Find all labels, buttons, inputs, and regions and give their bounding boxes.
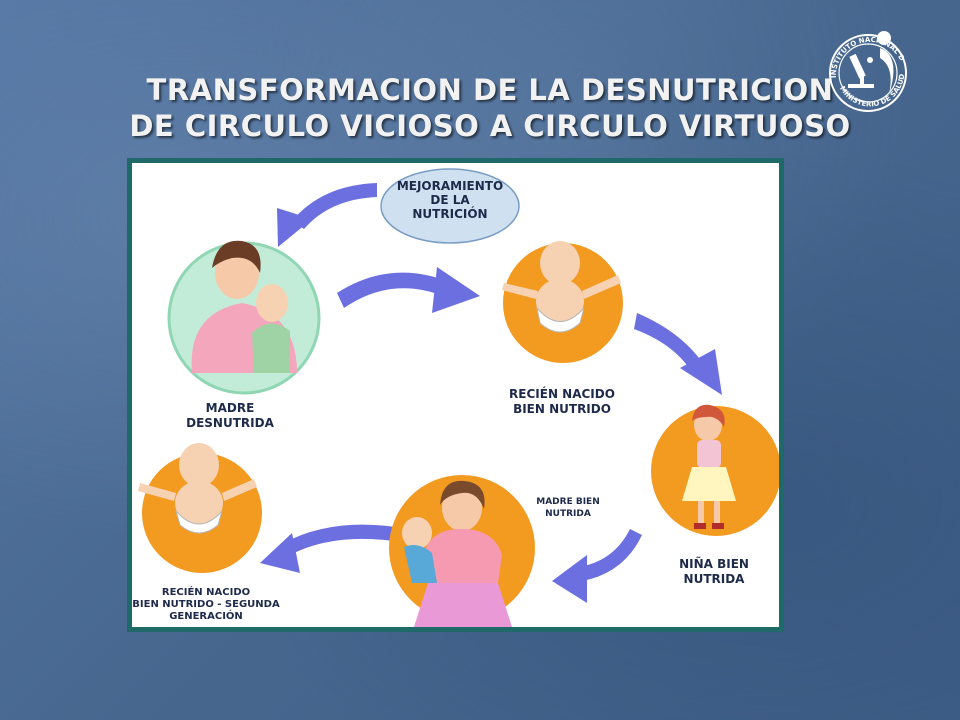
- stage-segunda-generacion-illustration: [138, 443, 262, 573]
- microscope-icon: [848, 53, 874, 88]
- title-line-2: DE CIRCULO VICIOSO A CIRCULO VIRTUOSO: [129, 109, 851, 143]
- stage-nina-illustration: [651, 404, 779, 536]
- stage-segunda-generacion-label: RECIÉN NACIDO BIEN NUTRIDO - SEGUNDA GEN…: [132, 587, 280, 622]
- cycle-diagram-graphics: [138, 168, 779, 627]
- cycle-arrow-top-left: [277, 183, 377, 247]
- stage-nina-label: NIÑA BIEN NUTRIDA: [679, 557, 749, 586]
- cycle-arrow-bottom-right: [552, 529, 642, 603]
- stage-madre-bien-illustration: [389, 475, 535, 627]
- diagram-frame: MEJORAMIENTO DE LA NUTRICIÓN MADRE DESNU…: [127, 158, 784, 632]
- institution-logo: INSTITUTO NACIONAL DE SALUD MINISTERIO D…: [818, 18, 907, 112]
- stage-madre-bien-label: MADRE BIEN NUTRIDA: [536, 497, 600, 519]
- cycle-arrow-right: [634, 313, 722, 395]
- stage-madre-desnutrida-label: MADRE DESNUTRIDA: [186, 401, 274, 430]
- slide-title: TRANSFORMACION DE LA DESNUTRICION DE CIR…: [0, 72, 960, 144]
- nutrition-bubble: [380, 168, 520, 244]
- stage-recien-nacido-illustration: [502, 241, 623, 363]
- cycle-arrow-center-right: [337, 267, 480, 313]
- nutrition-bubble-label: MEJORAMIENTO DE LA NUTRICIÓN: [396, 179, 504, 221]
- stage-madre-desnutrida-illustration: [167, 240, 321, 395]
- stage-recien-nacido-label: RECIÉN NACIDO BIEN NUTRIDO: [509, 387, 615, 416]
- person-icon: [877, 31, 894, 98]
- cycle-arrow-bottom-left: [260, 524, 396, 573]
- title-line-1: TRANSFORMACION DE LA DESNUTRICION: [146, 73, 834, 107]
- cycle-diagram: MEJORAMIENTO DE LA NUTRICIÓN MADRE DESNU…: [132, 163, 779, 627]
